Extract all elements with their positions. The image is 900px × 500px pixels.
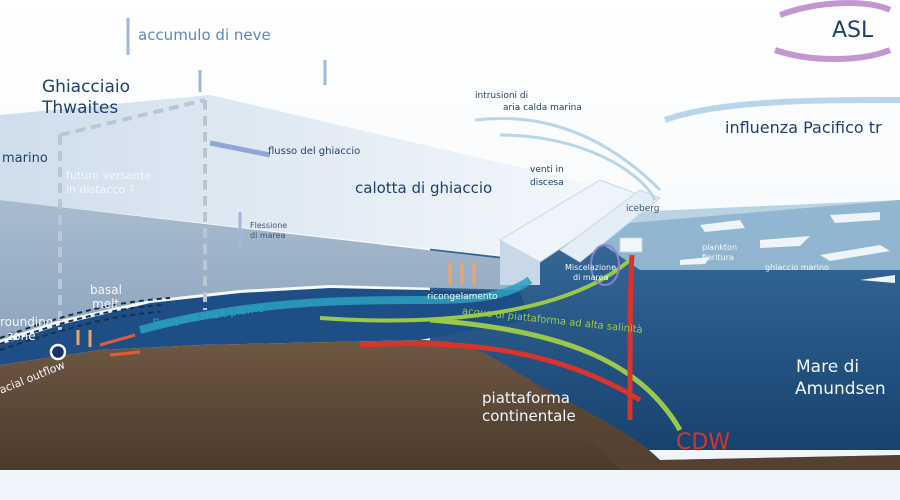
seabed — [0, 340, 900, 470]
tidal-mixing-loop — [590, 244, 620, 286]
label-iceberg: iceberg — [626, 204, 660, 214]
label-sea-line1: Mare di — [796, 357, 860, 377]
cavity-water — [0, 288, 530, 365]
sea-ice-floes — [680, 212, 895, 283]
small-iceberg — [619, 237, 643, 253]
label-basal-line1: basal — [90, 283, 122, 297]
hssw-arrow-down — [429, 317, 683, 432]
label-pacific: influenza Pacifico tr — [725, 118, 882, 137]
label-glacier-line1: Ghiacciaio — [42, 77, 131, 97]
cdw-arrow — [359, 341, 642, 403]
label-tidal-flex-line2: di marea — [250, 231, 286, 240]
sea-surface — [560, 200, 900, 270]
label-tidal-mix-line1: Miscelazione — [565, 263, 617, 272]
label-grounding-line2: zone — [7, 329, 36, 343]
label-plankton-line2: fioritura — [702, 253, 734, 262]
label-sea-ice: ghiaccio marino — [765, 263, 829, 272]
label-plankton-line1: plankton — [702, 243, 738, 252]
label-future-line2: in distacco ? — [66, 183, 135, 196]
label-warm-air-line2: aria calda marina — [503, 103, 582, 113]
ice-flow-arrow — [209, 140, 271, 158]
cdw-upwelling-arrow — [627, 254, 635, 421]
label-cdw: CDW — [676, 430, 731, 455]
iceberg-block — [559, 189, 661, 263]
label-snow-accumulation: accumulo di neve — [138, 26, 271, 44]
label-marine: marino — [2, 151, 48, 166]
continental-slope — [530, 380, 900, 470]
label-shelf-line2: continentale — [482, 407, 576, 425]
melt-plume-arrow — [138, 276, 533, 334]
label-shelf-line1: piattaforma — [482, 389, 571, 407]
refreeze-arrows — [76, 262, 476, 347]
ice-sheet — [0, 95, 660, 260]
label-katabatic-line2: discesa — [530, 178, 564, 188]
label-refreezing: ricongelamento — [427, 292, 498, 302]
label-tidal-mix-line2: di marea — [573, 273, 609, 282]
pacific-arrow — [663, 97, 900, 123]
snow-arrows — [126, 18, 327, 92]
label-grounding-line1: rounding — [0, 315, 54, 329]
label-tidal-flex-line1: Flessione — [250, 221, 288, 230]
label-sea-line2: Amundsen — [795, 379, 886, 399]
asl-circulation-arrows — [774, 0, 892, 62]
label-ice-shelf: calotta di ghiaccio — [355, 179, 493, 197]
label-basal-line2: melt — [92, 297, 120, 311]
label-future-line1: futuro versante — [66, 169, 151, 182]
label-glacier-line2: Thwaites — [42, 98, 119, 118]
ice-shelf-wall — [500, 240, 540, 285]
label-asl: ASL — [832, 18, 874, 43]
label-ice-flow: flusso del ghiaccio — [268, 146, 361, 157]
basal-melt-lines — [0, 297, 171, 351]
label-warm-air-line1: intrusioni di — [475, 91, 529, 101]
grounding-point — [49, 343, 67, 361]
future-calving-line — [58, 98, 207, 330]
warm-air-arrows — [474, 117, 662, 201]
label-katabatic-line1: venti in — [530, 165, 564, 175]
ice-underside — [0, 200, 530, 340]
grounding-red-arrows — [99, 333, 141, 357]
hssw-arrow — [319, 258, 632, 323]
